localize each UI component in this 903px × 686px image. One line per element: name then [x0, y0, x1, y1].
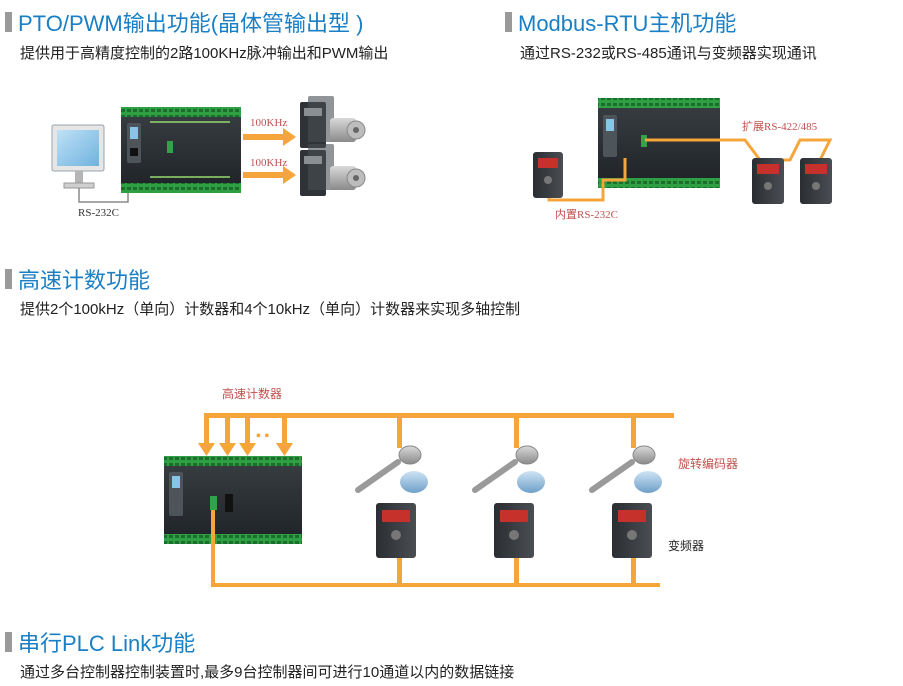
- builtin-rs232-label: 内置RS-232C: [555, 207, 618, 221]
- pulse-label-1: 100KHz: [250, 117, 287, 129]
- counter-label: 高速计数器: [222, 386, 282, 401]
- title-marker: [505, 12, 512, 32]
- inverter-2: [494, 503, 534, 558]
- encoder-unit-2: [472, 445, 545, 493]
- section-desc-plclink: 通过多台控制器控制装置时,最多9台控制器间可进行10通道以内的数据链接: [20, 664, 515, 681]
- title-text: Modbus-RTU主机功能: [518, 11, 737, 36]
- inverter-3: [612, 503, 652, 558]
- title-text: 高速计数功能: [18, 268, 151, 293]
- title-text: PTO/PWM输出功能(晶体管输出型 ): [18, 11, 364, 36]
- inverter-label: 变频器: [668, 538, 704, 553]
- plc-unit: [121, 107, 241, 193]
- encoder-unit-3: [589, 445, 662, 493]
- pulse-label-2: 100KHz: [250, 157, 287, 169]
- section-title-plclink: 串行PLC Link功能: [5, 626, 195, 658]
- modbus-diagram: 扩展RS-422/485 内置RS-232C: [533, 98, 833, 221]
- rs232-label: RS-232C: [78, 207, 119, 219]
- inverter-right-1: [752, 158, 784, 204]
- counter-diagram: 高速计数器 • •: [164, 386, 738, 587]
- plc-unit: [598, 98, 720, 188]
- inverter-left: [533, 152, 563, 198]
- monitor-icon: [51, 124, 105, 189]
- top-bus: [204, 413, 674, 418]
- inverter-right-2: [800, 158, 832, 204]
- servo-driver-1: [300, 96, 334, 148]
- ext-rs485-label: 扩展RS-422/485: [742, 119, 818, 133]
- section-desc-counter: 提供2个100kHz（单向）计数器和4个10kHz（单向）计数器来实现多轴控制: [20, 301, 521, 318]
- servo-motor-1: [330, 118, 366, 142]
- inverter-1: [376, 503, 416, 558]
- title-marker: [5, 269, 12, 289]
- title-text: 串行PLC Link功能: [18, 631, 196, 656]
- section-desc-pto: 提供用于高精度控制的2路100KHz脉冲输出和PWM输出: [20, 45, 389, 62]
- pto-diagram: RS-232C 100KHz 100KHz: [51, 96, 366, 219]
- encoder-label: 旋转编码器: [678, 456, 738, 471]
- title-marker: [5, 632, 12, 652]
- servo-motor-2: [330, 166, 366, 190]
- title-marker: [5, 12, 12, 32]
- servo-driver-2: [300, 144, 334, 196]
- section-title-modbus: Modbus-RTU主机功能: [505, 6, 736, 38]
- ellipsis: • •: [256, 429, 269, 444]
- pulse-arrow-2: [243, 166, 296, 184]
- section-desc-modbus: 通过RS-232或RS-485通讯与变频器实现通讯: [520, 45, 817, 62]
- pulse-arrow-1: [243, 128, 296, 146]
- encoder-unit-1: [355, 445, 428, 493]
- counter-input-arrows: [198, 413, 293, 456]
- section-title-pto: PTO/PWM输出功能(晶体管输出型 ): [5, 6, 363, 38]
- section-title-counter: 高速计数功能: [5, 263, 150, 295]
- plc-unit: [164, 456, 302, 544]
